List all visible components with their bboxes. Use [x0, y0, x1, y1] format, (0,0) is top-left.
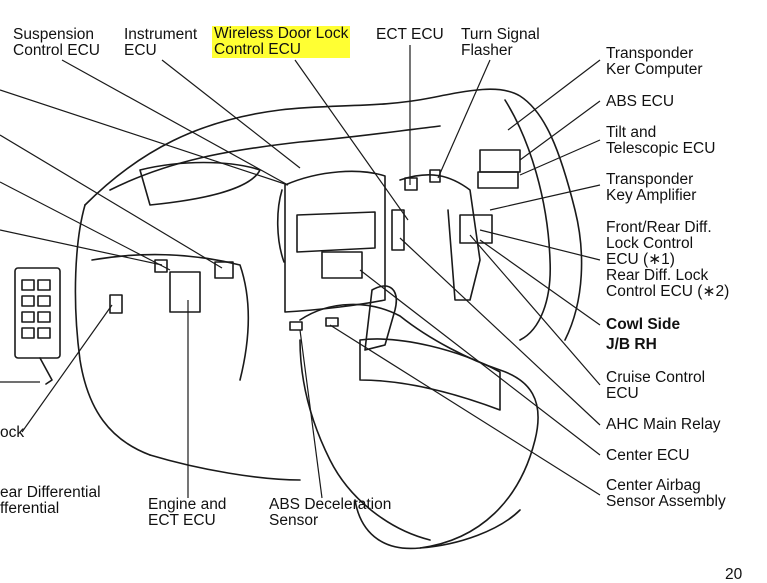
center-stack	[284, 170, 386, 313]
label-lock-cutoff: ock	[0, 424, 25, 441]
right-pillar	[504, 99, 551, 341]
leader-cowl	[479, 239, 601, 326]
left-junction-block	[14, 267, 61, 359]
console	[299, 303, 539, 550]
instrument-hood	[139, 161, 261, 206]
leader-center	[359, 269, 601, 456]
console-front	[299, 339, 431, 541]
dashboard-outline	[84, 88, 583, 341]
steering-column	[399, 174, 481, 301]
leader-turn	[437, 59, 491, 179]
leader-transponder-amp	[489, 184, 601, 211]
dashboard-lower	[74, 204, 151, 456]
label-ahc-main-relay: AHC Main Relay	[606, 416, 721, 433]
radio-unit	[296, 211, 376, 253]
floor-lines	[149, 454, 521, 549]
shifter	[364, 285, 397, 351]
page-number: 20	[725, 566, 743, 583]
leader-airbag	[329, 324, 601, 496]
dashboard-top-edge	[109, 125, 441, 191]
leader-lock	[21, 304, 113, 433]
leader-left-1	[0, 89, 289, 186]
label-ect-ecu: ECT ECU	[376, 26, 444, 43]
leader-left-3	[0, 181, 171, 271]
display-box	[321, 251, 363, 279]
vent-left	[276, 189, 285, 263]
console-box	[359, 338, 501, 411]
leader-diff	[479, 229, 601, 261]
leader-transponder-ker	[507, 59, 601, 131]
leader-tilt	[519, 139, 601, 176]
leader-left-diff	[0, 229, 163, 266]
leader-left-2	[0, 134, 223, 269]
leader-suspension	[61, 59, 289, 186]
engine-ecu-box	[169, 271, 201, 313]
leader-cruise	[469, 234, 601, 386]
leader-abs-decel	[299, 329, 323, 499]
glovebox-area	[91, 253, 250, 381]
leader-wireless	[294, 59, 409, 221]
leader-abs	[519, 100, 601, 161]
leader-instrument	[161, 59, 301, 169]
leader-ahc	[399, 237, 601, 426]
label-center-ecu: Center ECU	[606, 447, 690, 464]
label-abs-ecu: ABS ECU	[606, 93, 675, 110]
